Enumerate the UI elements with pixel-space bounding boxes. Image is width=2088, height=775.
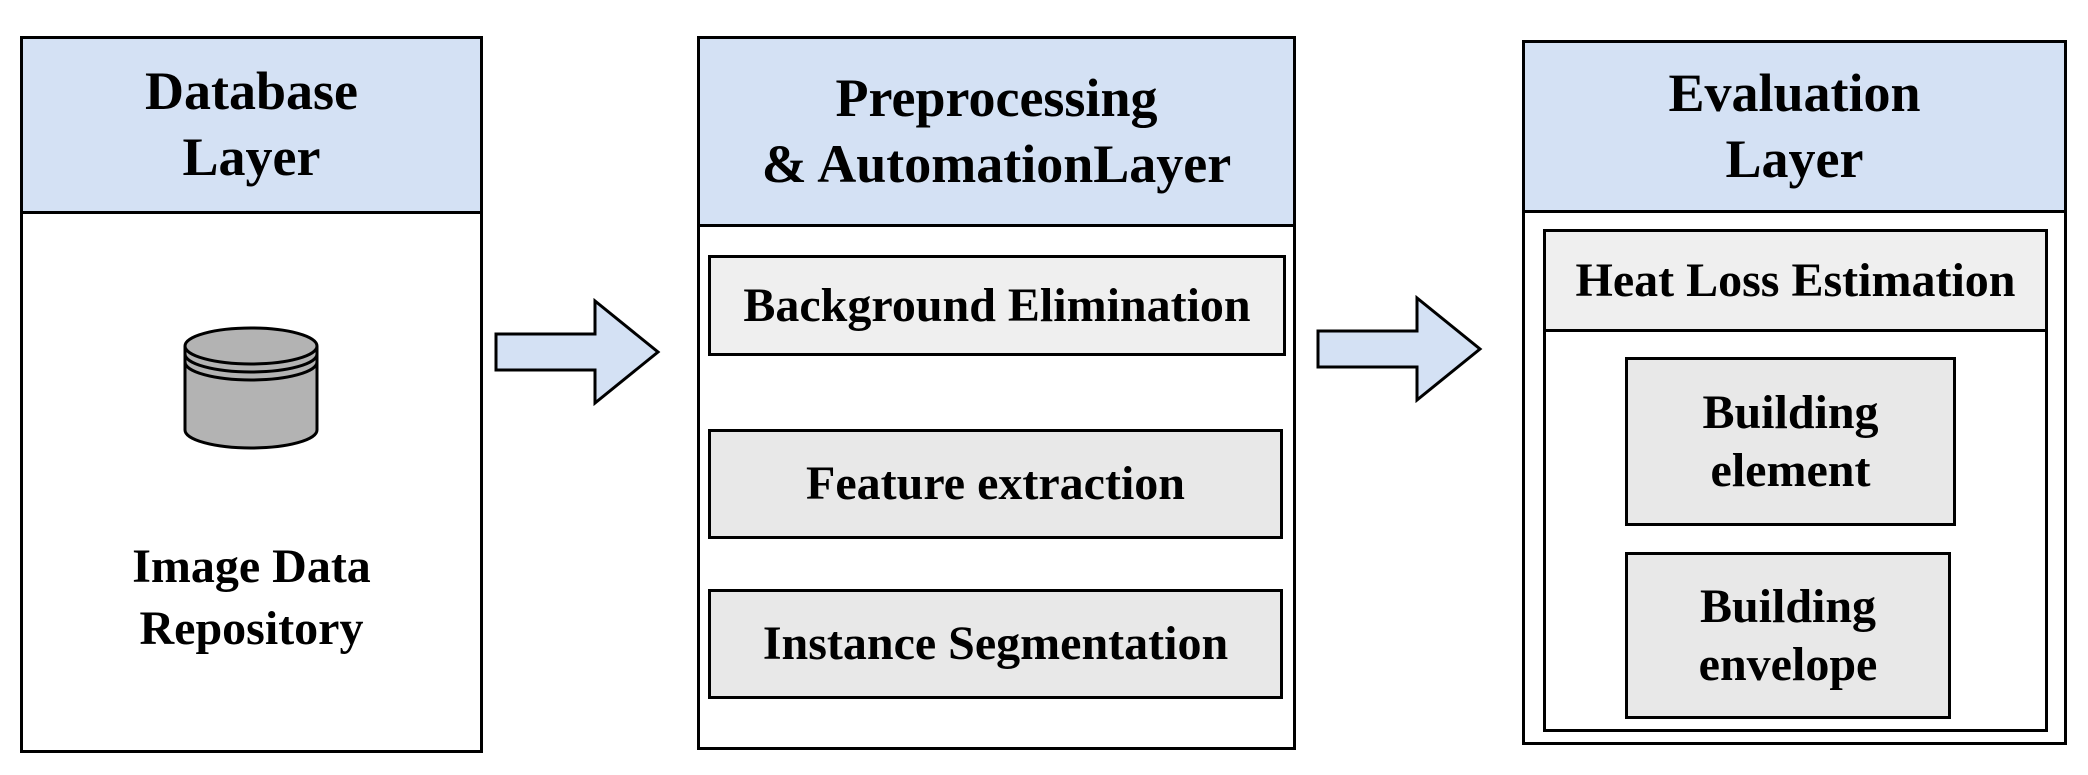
- image-data-repository-label: Image Data Repository: [132, 540, 371, 656]
- heat-loss-estimation-header: Heat Loss Estimation: [1543, 229, 2048, 332]
- evaluation-layer-panel: Evaluation Layer Heat Loss Estimation Bu…: [1522, 40, 2067, 745]
- database-layer-title: Database Layer: [145, 61, 358, 187]
- evaluation-layer-header: Evaluation Layer: [1525, 43, 2064, 213]
- preprocessing-layer-title: Preprocessing & AutomationLayer: [761, 67, 1232, 194]
- preprocessing-layer-panel: Preprocessing & AutomationLayer Backgrou…: [697, 36, 1296, 750]
- right-arrow-icon: [494, 298, 661, 406]
- heat-loss-container: Heat Loss Estimation Building element Bu…: [1543, 229, 2048, 732]
- building-element-box: Building element: [1625, 357, 1956, 526]
- building-envelope-box: Building envelope: [1625, 552, 1951, 719]
- database-icon: [183, 326, 319, 450]
- evaluation-layer-title: Evaluation Layer: [1668, 62, 1921, 189]
- database-layer-panel: Database Layer Image Data Repository: [20, 36, 483, 753]
- step-background-elimination: Background Elimination: [708, 255, 1286, 356]
- preprocessing-layer-header: Preprocessing & AutomationLayer: [700, 39, 1293, 227]
- step-instance-segmentation: Instance Segmentation: [708, 589, 1283, 699]
- database-layer-header: Database Layer: [23, 39, 480, 214]
- step-feature-extraction: Feature extraction: [708, 429, 1283, 539]
- right-arrow-icon: [1316, 295, 1483, 403]
